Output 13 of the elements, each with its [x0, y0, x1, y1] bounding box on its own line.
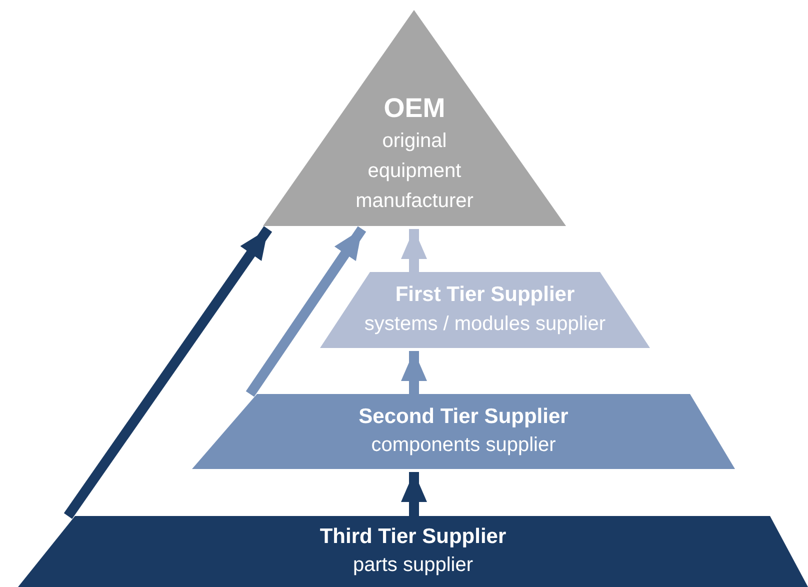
arrow [401, 472, 427, 516]
arrow [246, 226, 366, 397]
tier-title: Second Tier Supplier [358, 404, 568, 430]
tier-description: components supplier [371, 433, 556, 458]
arrow [401, 351, 427, 394]
tier-title: First Tier Supplier [395, 282, 575, 308]
arrow [64, 226, 272, 519]
arrow [401, 229, 427, 272]
tier-description: parts supplier [352, 553, 474, 578]
tier-description: original equipment manufacturer [354, 129, 474, 214]
tier-description: systems / modules supplier [364, 312, 606, 337]
tier-title: Third Tier Supplier [320, 524, 506, 550]
tier-title: OEM [384, 92, 446, 125]
